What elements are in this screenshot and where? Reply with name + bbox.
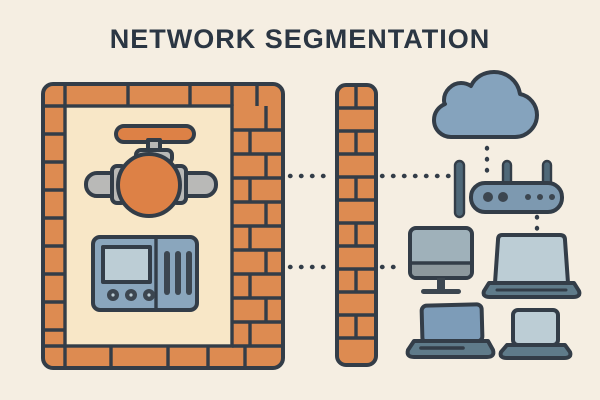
laptop-icon: [481, 233, 582, 299]
dotted-connections: [287, 145, 540, 270]
firewall-brick-wall: [335, 83, 378, 367]
laptop-icon: [405, 302, 496, 359]
valve-icon: [84, 124, 218, 218]
monitor-icon: [408, 226, 474, 294]
antenna-icon: [453, 159, 466, 219]
router-icon: [469, 159, 564, 214]
control-panel-icon: [91, 235, 199, 312]
laptop-icon: [498, 308, 573, 360]
page-title: NETWORK SEGMENTATION: [109, 24, 491, 54]
cloud-icon: [432, 70, 539, 139]
